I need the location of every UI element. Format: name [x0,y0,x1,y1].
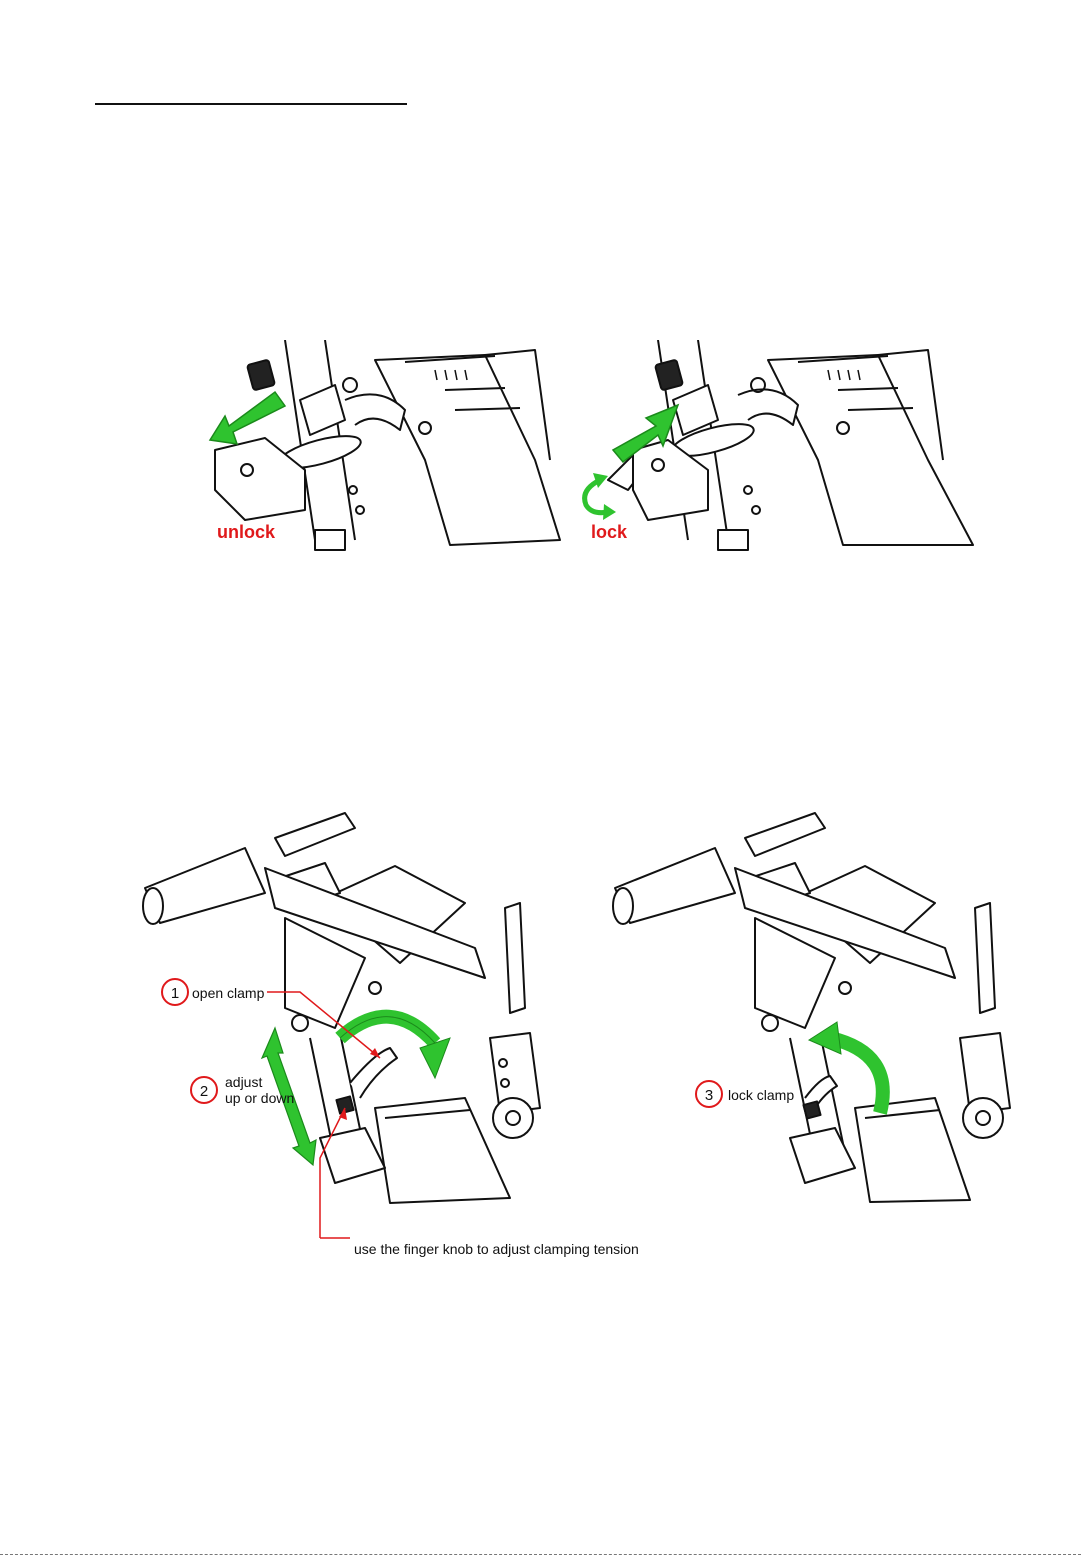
figure-lock-clamp: 3 lock clamp [605,808,1030,1208]
callout-1-text: open clamp [192,985,265,1001]
callout-1-number: 1 [171,985,179,1002]
callout-2-line1: adjust [225,1074,262,1090]
figure-lock: lock [578,340,978,552]
callout-2-number: 2 [200,1083,208,1100]
green-arrow-icon [210,392,285,444]
callout-3-number: 3 [705,1087,713,1104]
footer-rule [0,1554,1081,1555]
curved-arrow-icon [340,1017,450,1078]
knob-note: use the finger knob to adjust clamping t… [354,1241,639,1257]
callout-2-line2: up or down [225,1090,294,1106]
section-heading-underline [95,103,407,105]
figure-unlock: unlock [205,340,565,552]
unlock-label: unlock [217,522,276,542]
figure-adjust-clamp: 1 open clamp 2 adjust up or down use the… [135,808,655,1263]
callout-3-text: lock clamp [728,1087,794,1103]
lock-label: lock [591,522,628,542]
